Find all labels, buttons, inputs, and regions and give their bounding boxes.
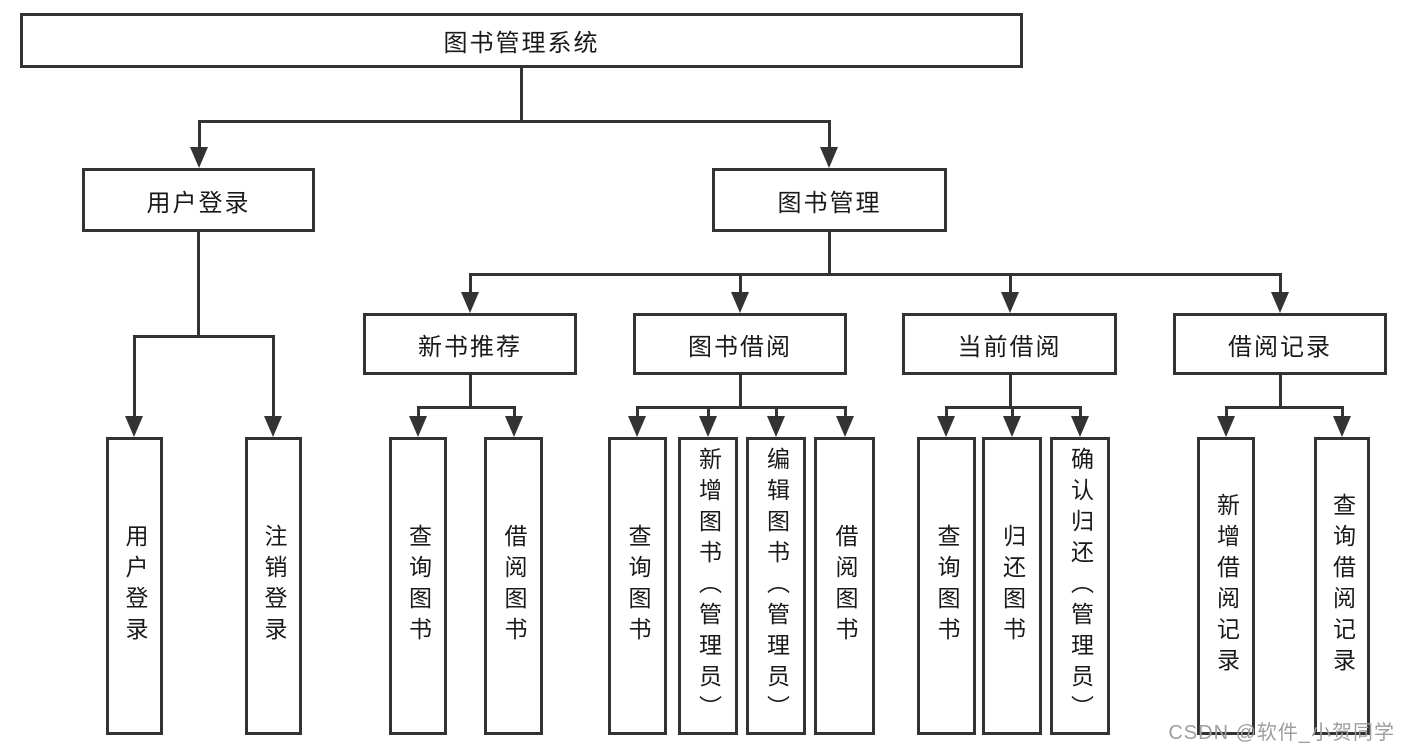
node-label-leaf-borrow-book-rec: 借阅图书 xyxy=(501,524,527,648)
connector-drop xyxy=(1078,407,1082,420)
connector-drop xyxy=(416,407,420,420)
node-current-borrow: 当前借阅 xyxy=(902,313,1117,375)
connector-stem xyxy=(738,375,742,409)
arrowhead-down-icon xyxy=(1333,416,1351,437)
node-label-new-book-recommend: 新书推荐 xyxy=(418,333,522,361)
node-label-leaf-query-book-rec: 查询图书 xyxy=(405,524,432,648)
connector-drop xyxy=(1278,274,1282,296)
connector-stem xyxy=(1278,375,1282,409)
arrowhead-down-icon xyxy=(1071,416,1089,437)
node-label-leaf-logout: 注销登录 xyxy=(261,524,287,648)
node-label-book-management: 图书管理 xyxy=(777,189,882,217)
node-leaf-query-book-rec: 查询图书 xyxy=(389,437,447,735)
node-leaf-borrow-book: 借阅图书 xyxy=(814,437,875,735)
node-label-leaf-add-book: 新增图书（管理员） xyxy=(695,446,722,726)
connector-bar xyxy=(468,272,1282,276)
connector-drop xyxy=(1010,407,1014,420)
connector-stem xyxy=(196,232,200,338)
node-leaf-edit-book: 编辑图书（管理员） xyxy=(746,437,806,735)
node-root: 图书管理系统 xyxy=(20,13,1023,68)
connector-stem xyxy=(519,68,523,123)
node-new-book-recommend: 新书推荐 xyxy=(363,313,577,375)
connector-drop xyxy=(132,336,136,420)
connector-drop xyxy=(774,407,778,420)
node-leaf-query-book-current: 查询图书 xyxy=(917,437,976,735)
node-label-leaf-confirm-return: 确认归还（管理员） xyxy=(1067,446,1094,726)
node-label-leaf-query-borrow-record: 查询借阅记录 xyxy=(1329,493,1356,679)
arrowhead-down-icon xyxy=(699,416,717,437)
node-label-root: 图书管理系统 xyxy=(443,30,600,57)
node-label-user-login: 用户登录 xyxy=(146,189,251,217)
node-label-borrow-records: 借阅记录 xyxy=(1228,333,1332,361)
arrowhead-down-icon xyxy=(264,416,282,437)
node-label-leaf-borrow-book: 借阅图书 xyxy=(832,524,858,648)
connector-bar xyxy=(416,405,516,409)
arrowhead-down-icon xyxy=(767,416,785,437)
connector-drop xyxy=(271,336,275,420)
connector-drop xyxy=(1340,407,1344,420)
arrowhead-down-icon xyxy=(1217,416,1235,437)
arrowhead-down-icon xyxy=(1271,292,1289,313)
node-leaf-borrow-book-rec: 借阅图书 xyxy=(484,437,543,735)
node-leaf-add-borrow-record: 新增借阅记录 xyxy=(1197,437,1255,735)
arrowhead-down-icon xyxy=(628,416,646,437)
arrowhead-down-icon xyxy=(731,292,749,313)
connector-drop xyxy=(197,121,201,151)
arrowhead-down-icon xyxy=(125,416,143,437)
node-leaf-query-borrow-record: 查询借阅记录 xyxy=(1314,437,1370,735)
connector-bar xyxy=(1224,405,1344,409)
node-leaf-return-book: 归还图书 xyxy=(982,437,1042,735)
node-leaf-user-login: 用户登录 xyxy=(106,437,163,735)
connector-drop xyxy=(512,407,516,420)
node-leaf-confirm-return: 确认归还（管理员） xyxy=(1050,437,1110,735)
connector-bar xyxy=(132,334,275,338)
connector-stem xyxy=(827,232,831,276)
node-book-management: 图书管理 xyxy=(712,168,947,232)
connector-drop xyxy=(1008,274,1012,296)
arrowhead-down-icon xyxy=(461,292,479,313)
node-label-leaf-query-book-borrow: 查询图书 xyxy=(625,524,651,648)
node-label-leaf-edit-book: 编辑图书（管理员） xyxy=(763,446,790,726)
arrowhead-down-icon xyxy=(836,416,854,437)
arrowhead-down-icon xyxy=(1001,292,1019,313)
arrowhead-down-icon xyxy=(820,147,838,168)
node-leaf-query-book-borrow: 查询图书 xyxy=(608,437,667,735)
connector-stem xyxy=(1008,375,1012,409)
connector-drop xyxy=(843,407,847,420)
connector-drop xyxy=(738,274,742,296)
node-book-borrow: 图书借阅 xyxy=(633,313,847,375)
node-label-leaf-add-borrow-record: 新增借阅记录 xyxy=(1213,493,1240,679)
connector-bar xyxy=(197,119,831,123)
node-label-leaf-query-book-current: 查询图书 xyxy=(934,524,960,648)
arrowhead-down-icon xyxy=(409,416,427,437)
arrowhead-down-icon xyxy=(1003,416,1021,437)
arrowhead-down-icon xyxy=(937,416,955,437)
node-label-book-borrow: 图书借阅 xyxy=(688,333,792,361)
arrowhead-down-icon xyxy=(190,147,208,168)
node-user-login: 用户登录 xyxy=(82,168,315,232)
connector-drop xyxy=(706,407,710,420)
connector-drop xyxy=(468,274,472,296)
node-leaf-add-book: 新增图书（管理员） xyxy=(678,437,738,735)
node-label-current-borrow: 当前借阅 xyxy=(957,333,1062,361)
node-borrow-records: 借阅记录 xyxy=(1173,313,1387,375)
node-leaf-logout: 注销登录 xyxy=(245,437,302,735)
node-label-leaf-user-login: 用户登录 xyxy=(122,524,148,648)
arrowhead-down-icon xyxy=(505,416,523,437)
connector-bar xyxy=(635,405,847,409)
connector-drop xyxy=(944,407,948,420)
connector-drop xyxy=(1224,407,1228,420)
node-label-leaf-return-book: 归还图书 xyxy=(999,524,1026,648)
connector-stem xyxy=(468,375,472,409)
connector-drop xyxy=(827,121,831,151)
connector-drop xyxy=(635,407,639,420)
